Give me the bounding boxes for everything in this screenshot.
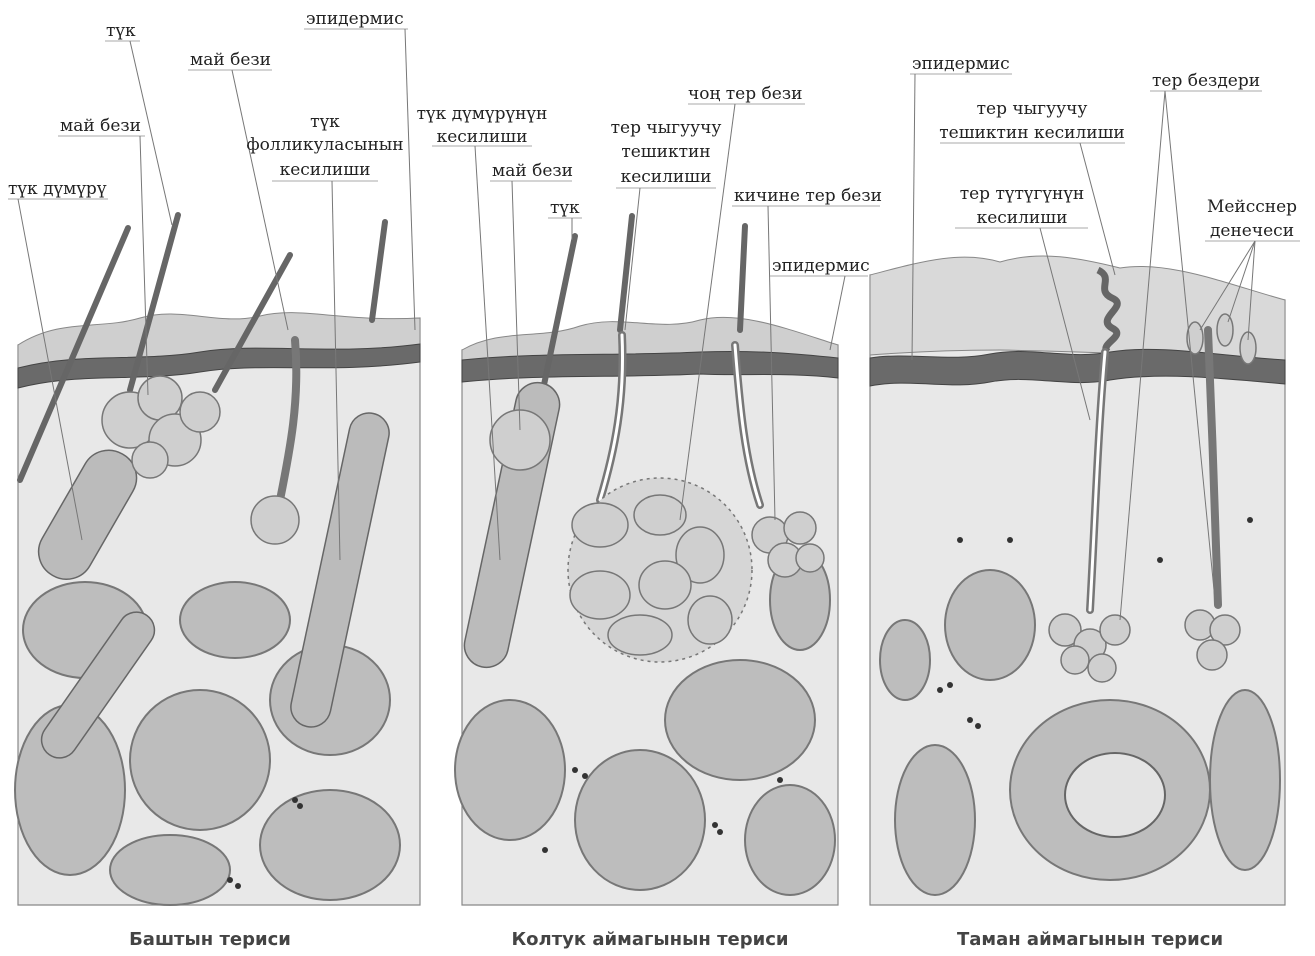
label-follicle-section-1: түк [310, 112, 340, 132]
label-duct-section-1: тер түтүгүнүн [960, 184, 1085, 204]
panel-sole: Таман аймагынын териси [870, 256, 1285, 950]
label-small-sweat-gland: кичине тер бези [734, 186, 882, 206]
label-sebaceous-gland-1: май бези [60, 116, 141, 136]
label-pore-section-3: кесилиши [621, 167, 712, 187]
panel-caption: Колтук аймагынын териси [511, 929, 788, 950]
label-follicle-section-3: кесилиши [280, 160, 371, 180]
label-epidermis-sole: эпидермис [912, 54, 1010, 74]
label-pore-section-1: тер чыгуучу [611, 118, 722, 138]
scalp-sweat-gland [251, 496, 299, 544]
sole-lamellar-corpuscle [1065, 753, 1165, 837]
label-epidermis-armpit: эпидермис [772, 256, 870, 276]
label-follicle-section-2: фолликуласынын [246, 135, 403, 155]
label-hair-shaft: түк дүмүрү [8, 179, 107, 199]
labels: түк дүмүрү май бези түк май бези түк фол… [8, 9, 1297, 276]
label-sebaceous-gland-armpit: май бези [492, 161, 573, 181]
label-pore-section-sole-1: тер чыгуучу [977, 99, 1088, 119]
label-meissner-1: Мейсснер [1207, 197, 1297, 217]
armpit-large-sweat-gland [568, 478, 752, 662]
label-hair-1: түк [106, 21, 136, 41]
label-shaft-section-2: кесилиши [437, 127, 528, 147]
label-meissner-2: денечеси [1210, 221, 1294, 241]
label-hair-armpit: түк [550, 198, 580, 218]
label-sweat-glands: тер бездери [1152, 71, 1260, 91]
label-pore-section-sole-2: тешиктин кесилиши [939, 123, 1125, 143]
panel-armpit: Колтук аймагынын териси [455, 216, 838, 950]
label-pore-section-2: тешиктин [621, 142, 710, 162]
panel-caption: Баштын териси [129, 929, 291, 950]
label-epidermis-scalp: эпидермис [306, 9, 404, 29]
label-sebaceous-gland-2: май бези [190, 50, 271, 70]
panel-caption: Таман аймагынын териси [957, 929, 1223, 950]
label-shaft-section-1: түк дүмүрүнүн [417, 104, 548, 124]
panel-scalp: Баштын териси [15, 215, 420, 950]
label-duct-section-2: кесилиши [977, 208, 1068, 228]
label-large-sweat-gland: чоң тер бези [688, 84, 802, 104]
